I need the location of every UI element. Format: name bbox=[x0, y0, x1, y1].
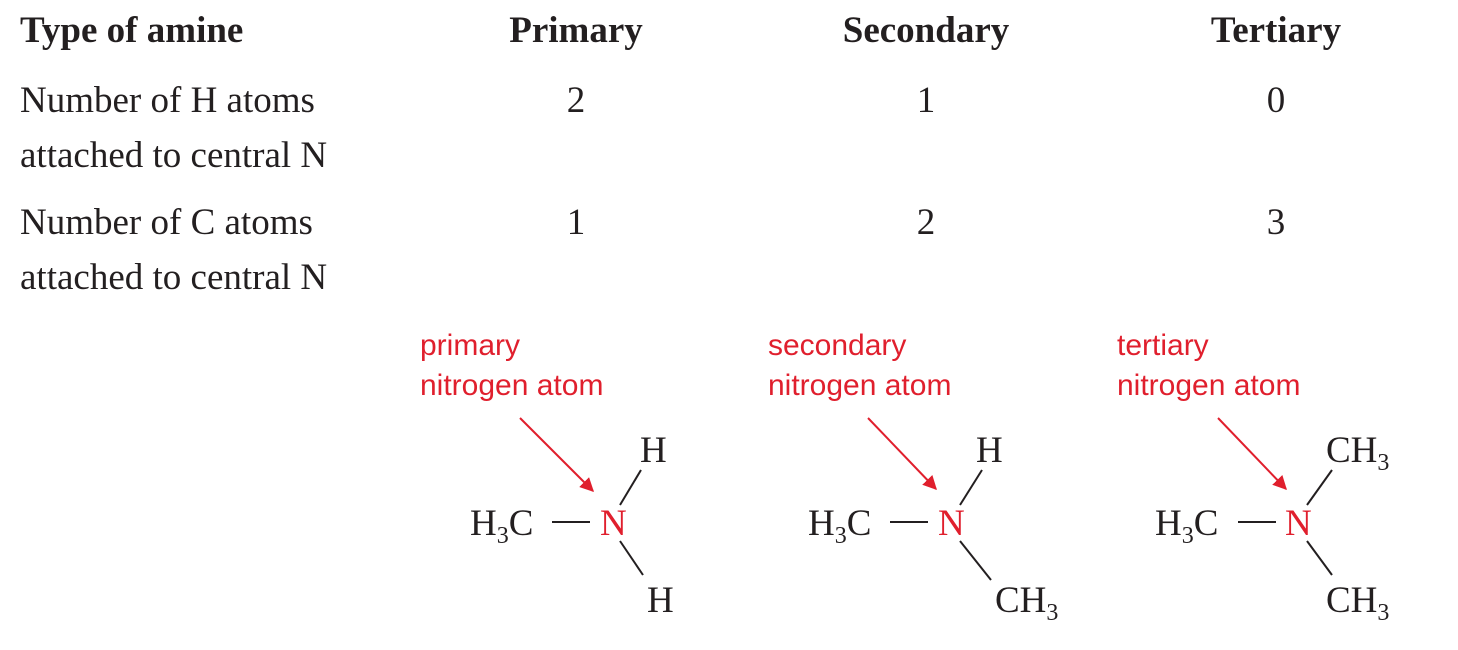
tertiary-lower-ch3: CH3 bbox=[1326, 580, 1389, 626]
label-secondary-line2: nitrogen atom bbox=[768, 369, 952, 402]
row-label-c-atoms-line2: attached to central N bbox=[20, 257, 328, 298]
secondary-left-group: H3C bbox=[808, 503, 871, 549]
primary-amine-structure: H3C N H H bbox=[470, 417, 674, 621]
tertiary-left-group: H3C bbox=[1155, 503, 1218, 549]
column-header-secondary: Secondary bbox=[842, 10, 1010, 51]
secondary-bond-upper bbox=[959, 469, 983, 506]
value-h-atoms-tertiary: 0 bbox=[1266, 80, 1286, 121]
primary-center-n: N bbox=[600, 503, 627, 544]
primary-left-group: H3C bbox=[470, 503, 533, 549]
secondary-arrow bbox=[867, 417, 937, 491]
secondary-lower-ch3: CH3 bbox=[995, 580, 1058, 626]
primary-lower-h: H bbox=[647, 580, 674, 621]
secondary-amine-structure: H3C N H CH3 bbox=[808, 417, 1058, 626]
value-c-atoms-primary: 1 bbox=[566, 202, 586, 243]
tertiary-center-n: N bbox=[1285, 503, 1312, 544]
secondary-bond-lower bbox=[959, 540, 992, 581]
secondary-center-n: N bbox=[938, 503, 965, 544]
value-c-atoms-tertiary: 3 bbox=[1266, 202, 1286, 243]
value-c-atoms-secondary: 2 bbox=[916, 202, 936, 243]
primary-arrow bbox=[519, 417, 594, 492]
row-label-h-atoms-line2: attached to central N bbox=[20, 135, 328, 176]
row-label-h-atoms-line1: Number of H atoms bbox=[20, 80, 315, 121]
value-h-atoms-secondary: 1 bbox=[916, 80, 936, 121]
column-header-primary: Primary bbox=[509, 10, 643, 51]
tertiary-arrow bbox=[1217, 417, 1287, 491]
row-header-type-of-amine: Type of amine bbox=[20, 10, 244, 51]
column-header-tertiary: Tertiary bbox=[1210, 10, 1342, 51]
label-secondary-line1: secondary bbox=[768, 329, 907, 362]
label-tertiary-line2: nitrogen atom bbox=[1117, 369, 1301, 402]
label-tertiary-line1: tertiary bbox=[1117, 329, 1209, 362]
tertiary-bond-upper bbox=[1306, 469, 1333, 506]
tertiary-bond-lower bbox=[1306, 540, 1333, 576]
secondary-upper-h: H bbox=[976, 430, 1003, 471]
primary-upper-h: H bbox=[640, 430, 667, 471]
tertiary-amine-structure: H3C N CH3 CH3 bbox=[1155, 417, 1389, 626]
value-h-atoms-primary: 2 bbox=[566, 80, 586, 121]
label-primary-line1: primary bbox=[420, 329, 521, 362]
tertiary-upper-ch3: CH3 bbox=[1326, 430, 1389, 476]
primary-bond-upper bbox=[619, 469, 642, 506]
row-label-c-atoms-line1: Number of C atoms bbox=[20, 202, 313, 243]
primary-bond-lower bbox=[619, 540, 644, 576]
label-primary-line2: nitrogen atom bbox=[420, 369, 604, 402]
